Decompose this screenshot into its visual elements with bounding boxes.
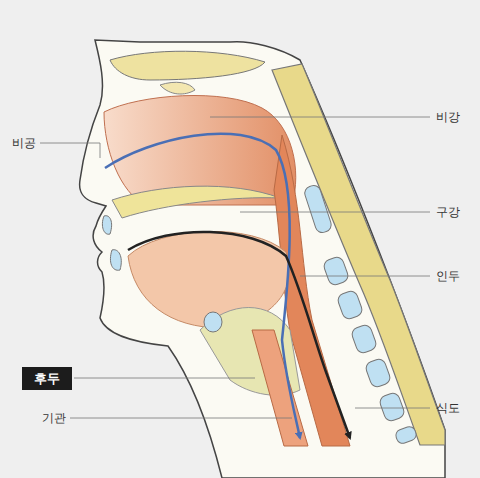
part-label: 비공 [12, 136, 36, 150]
trachea [252, 330, 308, 446]
highlight-box: 후두 [22, 367, 72, 390]
food-path-arrow [128, 232, 350, 438]
skull-bone [110, 51, 265, 80]
air-flow-arrow [105, 134, 300, 438]
part-label: 기관 [42, 411, 66, 425]
part-label: 인두 [436, 269, 460, 283]
tooth [110, 250, 121, 271]
palate [112, 186, 280, 218]
box-label: 후두 [34, 371, 60, 386]
part-label: 비강 [436, 110, 460, 124]
leader-lines [40, 117, 430, 418]
hyoid [204, 312, 222, 332]
part-label: 식도 [436, 401, 460, 415]
head-outline [80, 40, 445, 478]
tooth [102, 216, 111, 235]
bone [160, 82, 195, 94]
part-label: 구강 [436, 205, 460, 219]
